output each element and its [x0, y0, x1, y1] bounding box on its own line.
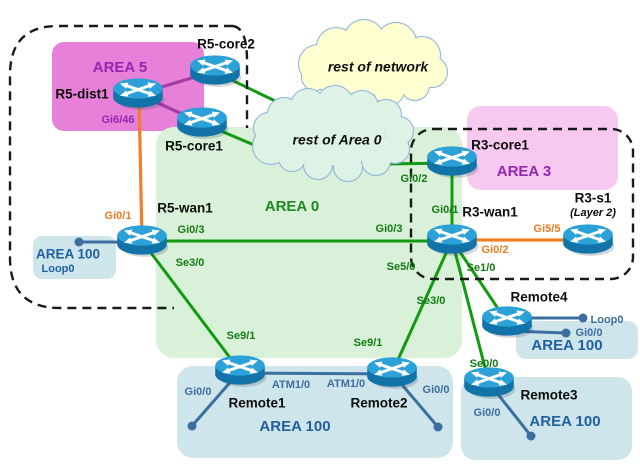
iface-label-se5-0-9: Se5/0: [386, 260, 416, 273]
iface-label-loop0-21: Loop0: [590, 313, 624, 326]
area5-label: AREA 5: [92, 58, 148, 76]
router-label-r3-core1: R3-core1: [471, 137, 529, 153]
router-label-remote2: Remote2: [350, 395, 408, 411]
router-label-remote3: Remote3: [520, 387, 578, 403]
iface-label-se9-1-5: Se9/1: [353, 336, 383, 349]
router-label-r5-core1: R5-core1: [165, 138, 223, 154]
iface-label-se3-0-3: Se3/0: [175, 256, 205, 269]
iface-label-gi0-1-1: Gi0/1: [104, 209, 132, 222]
iface-label-gi0-0-17: Gi0/0: [184, 385, 212, 398]
iface-label-se9-1-4: Se9/1: [226, 329, 256, 342]
iface-label-gi0-2-13: Gi0/2: [481, 243, 509, 256]
area100-left-label: AREA 100: [35, 246, 101, 262]
router-r3-s1-icon: [561, 221, 615, 257]
router-r3-wan1-icon: [425, 221, 479, 257]
router-label-r5-wan1: R5-wan1: [157, 200, 213, 216]
area3-label: AREA 3: [496, 162, 552, 180]
iface-label-gi0-0-19: Gi0/0: [473, 406, 501, 419]
router-label-r5-core2: R5-core2: [197, 36, 255, 52]
router-remote1-icon: [213, 352, 267, 388]
iface-label-gi0-0-18: Gi0/0: [422, 383, 450, 396]
router-label-r3-wan1: R3-wan1: [462, 204, 518, 220]
cloud-rest-of-area0-label: rest of Area 0: [292, 131, 382, 148]
iface-label-gi0-3-2: Gi0/3: [177, 223, 205, 236]
router-r5-core2-icon: [188, 52, 242, 88]
router-label-r5-dist1: R5-dist1: [55, 86, 109, 102]
iface-label-gi0-3-6: Gi0/3: [375, 222, 403, 235]
area100-bottom-label: AREA 100: [259, 417, 331, 435]
router-remote4-icon: [480, 303, 534, 339]
area100-remote4-box: [516, 321, 638, 359]
iface-label-se0-0-12: Se0/0: [469, 357, 499, 370]
cloud-rest-of-network-label: rest of network: [327, 58, 429, 75]
router-remote2-icon: [365, 354, 419, 390]
iface-label-gi0-2-7: Gi0/2: [400, 172, 428, 185]
iface-label-atm1-0-16: ATM1/0: [326, 377, 366, 390]
router-sublabel-r3-s1: (Layer 2): [570, 206, 616, 219]
router-r5-core1-icon: [175, 104, 229, 140]
iface-label-gi6-46-0: Gi6/46: [101, 113, 135, 126]
area100-remote3-label: AREA 100: [529, 412, 601, 430]
iface-label-se3-0-11: Se3/0: [416, 294, 446, 307]
router-label-r3-s1: R3-s1: [574, 190, 612, 206]
area0-box: [156, 127, 462, 358]
iface-label-gi0-0-20: Gi0/0: [575, 326, 603, 339]
router-r5-wan1-icon: [115, 222, 169, 258]
iface-label-atm1-0-15: ATM1/0: [271, 378, 311, 391]
router-label-remote1: Remote1: [228, 395, 286, 411]
iface-label-se1-0-10: Se1/0: [466, 261, 496, 274]
iface-label-gi5-5-14: Gi5/5: [533, 222, 561, 235]
area100-remote4-label: AREA 100: [531, 336, 603, 354]
router-r5-dist1-icon: [111, 75, 165, 111]
router-label-remote4: Remote4: [510, 289, 568, 305]
iface-label-gi0-1-8: Gi0/1: [431, 203, 459, 216]
area100-left-loop0-label: Loop0: [41, 262, 75, 275]
area0-label: AREA 0: [264, 197, 320, 215]
